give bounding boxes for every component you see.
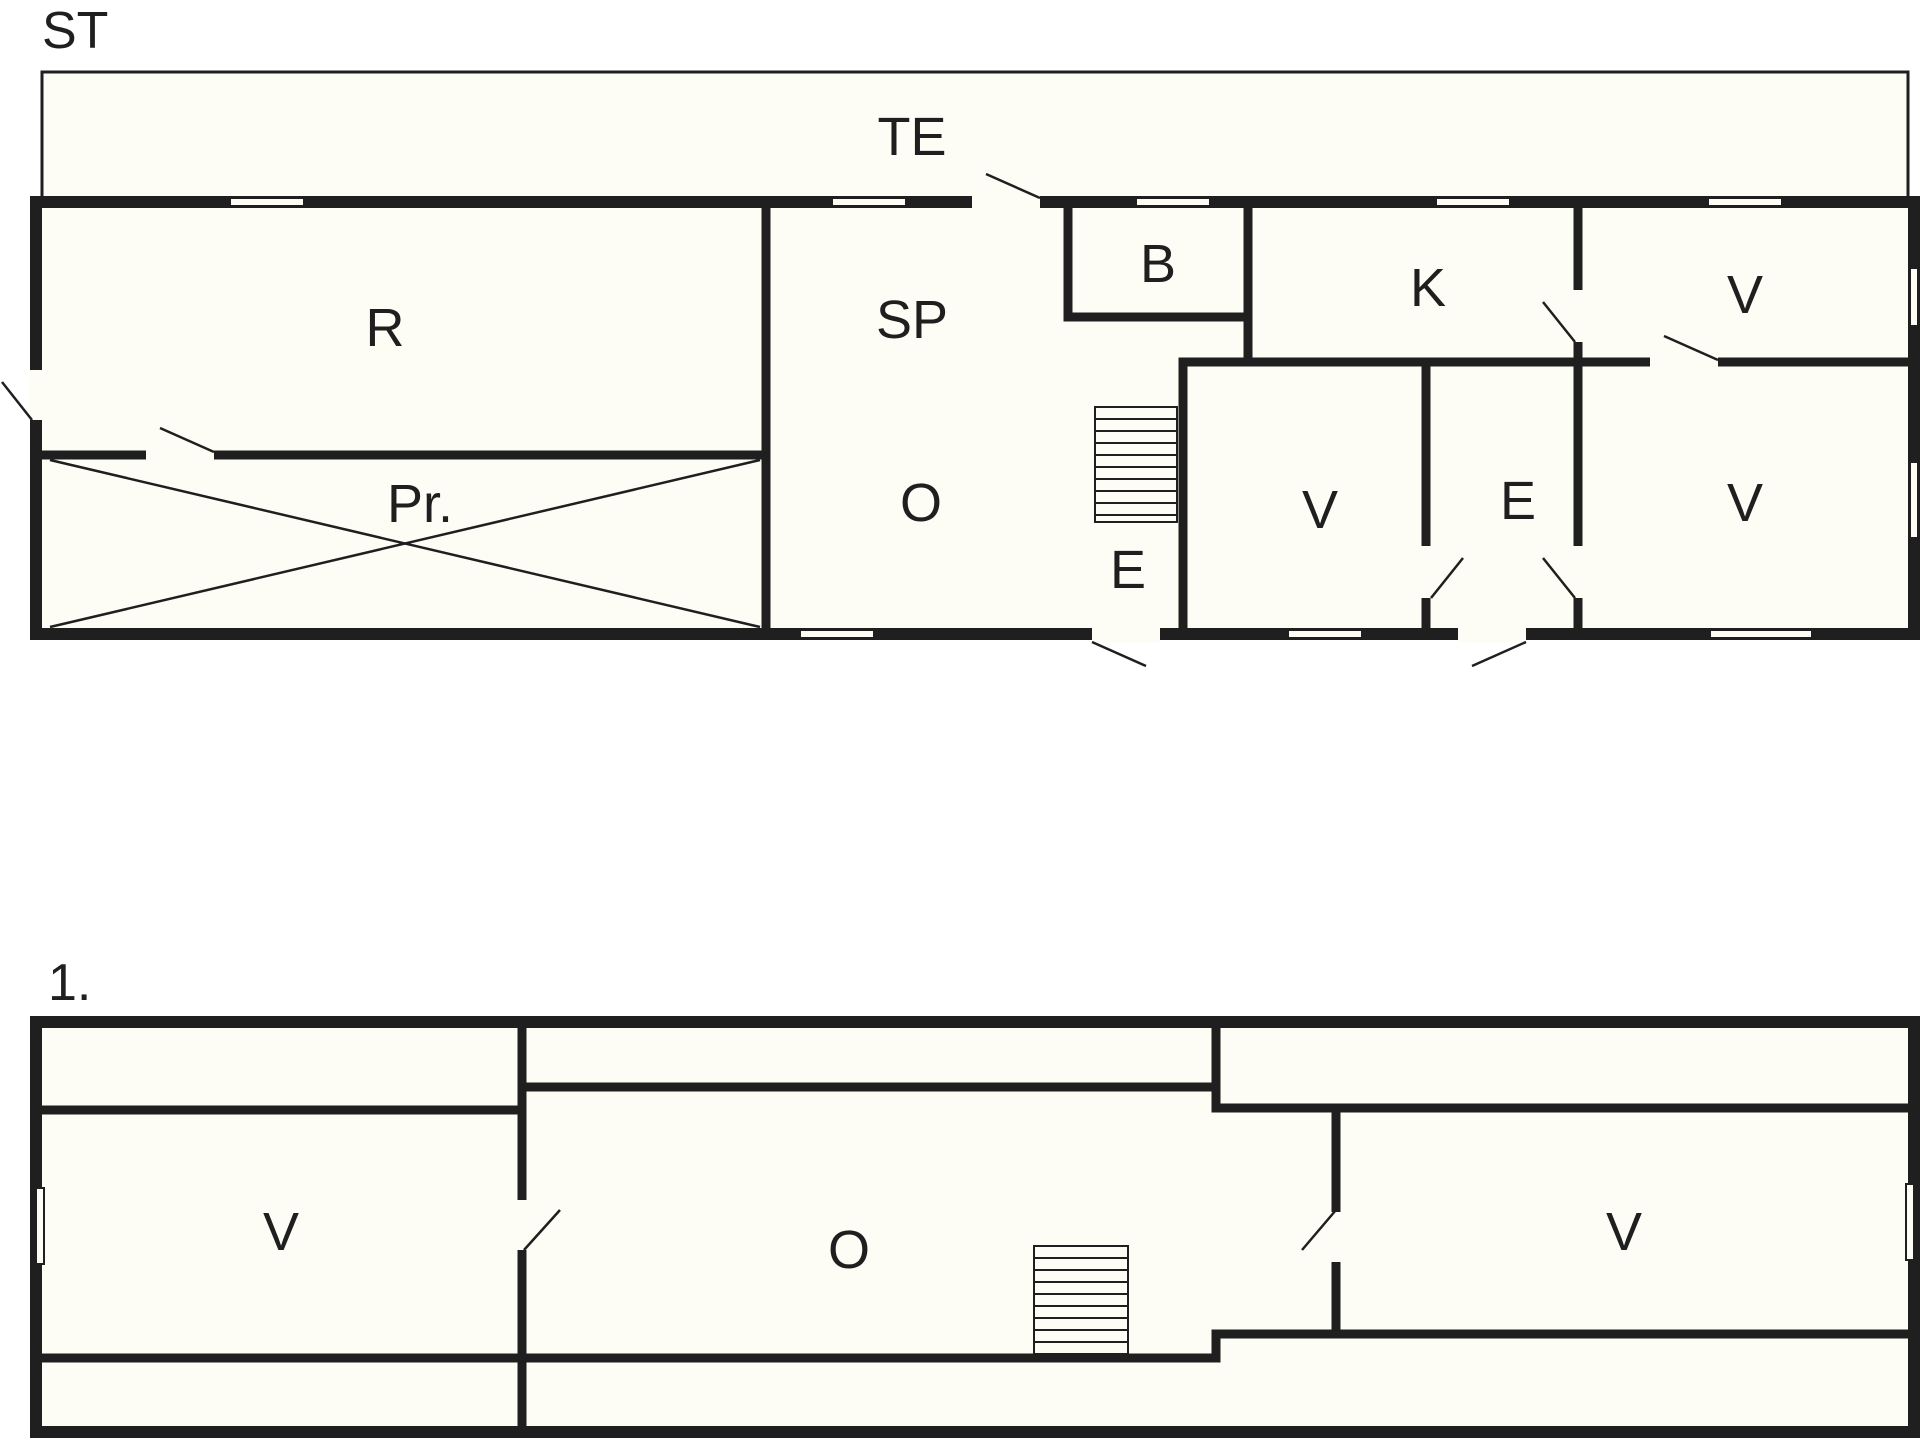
room-label-bedroom-mid: V — [1302, 480, 1338, 540]
first-floor: 1. — [30, 954, 1920, 1438]
ground-floor: ST — [1, 2, 1920, 668]
room-label-hall-stairs: E — [1110, 540, 1146, 600]
room-label-terrace: TE — [877, 107, 946, 167]
ground-room-labels: TE R Pr. SP B K V O E V E V — [366, 107, 1764, 600]
terrace-area — [40, 70, 1910, 202]
first-doors — [516, 1200, 1342, 1262]
room-label-bedroom-right: V — [1606, 1202, 1642, 1262]
room-label-bathroom: B — [1140, 234, 1176, 294]
room-label-hall-mid: E — [1500, 471, 1536, 531]
room-label-bedroom-left: V — [263, 1202, 299, 1262]
ground-doors — [1, 172, 1719, 668]
room-label-sp: SP — [876, 290, 948, 350]
room-label-pantry: Pr. — [387, 474, 453, 534]
room-label-r: R — [366, 298, 405, 358]
ground-floor-interior — [36, 202, 1914, 634]
ground-stairs — [1094, 406, 1178, 523]
floor-label-ground: ST — [42, 2, 108, 60]
first-windows — [35, 1183, 1915, 1265]
floor-label-first: 1. — [48, 954, 91, 1012]
room-label-living: O — [900, 473, 942, 533]
room-label-bedroom-top-right: V — [1727, 265, 1763, 325]
first-room-labels: V O V — [263, 1202, 1642, 1280]
room-label-first-living: O — [828, 1220, 870, 1280]
ground-windows — [229, 197, 1919, 639]
room-label-kitchen: K — [1410, 258, 1446, 318]
pantry-cross — [49, 458, 761, 629]
room-label-bedroom-bottom-right: V — [1727, 473, 1763, 533]
first-stairs — [1033, 1245, 1129, 1355]
